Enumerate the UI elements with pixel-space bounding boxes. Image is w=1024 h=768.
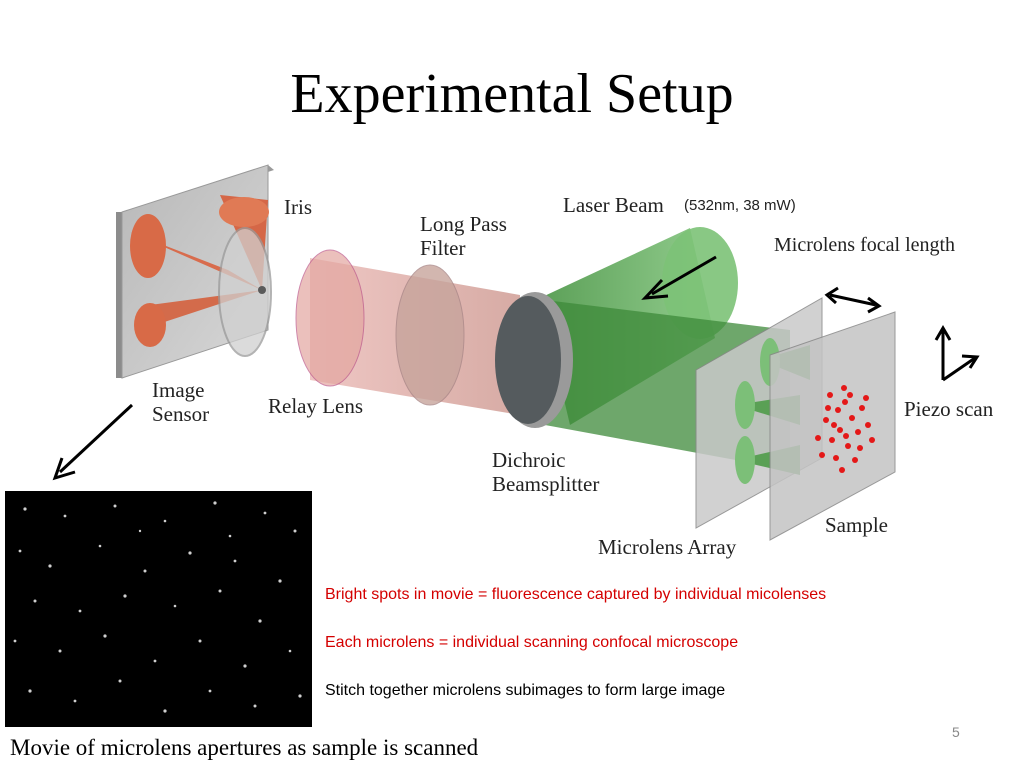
note-stitch-together: Stitch together microlens subimages to f… (325, 682, 726, 699)
page-number: 5 (952, 724, 960, 740)
label-relay-lens: Relay Lens (268, 394, 364, 418)
label-laser-beam: Laser Beam (563, 193, 664, 217)
movie-frame[interactable] (5, 491, 312, 727)
fluorescent-spots (815, 385, 875, 473)
sample-plate (769, 311, 896, 541)
label-microlens-array: Microlens Array (598, 535, 737, 559)
slide-title: Experimental Setup (290, 63, 734, 125)
relay-lens-tube (295, 249, 520, 415)
microlens-aperture-spots (13, 501, 302, 713)
label-laser-spec: (532nm, 38 mW) (684, 197, 796, 214)
iris (218, 227, 272, 357)
arrows (52, 255, 980, 481)
note-bright-spots: Bright spots in movie = fluorescence cap… (325, 586, 827, 603)
label-sample: Sample (825, 513, 888, 537)
label-image-sensor: Image Sensor (152, 378, 210, 426)
label-iris: Iris (284, 195, 312, 219)
label-piezo-scan: Piezo scan (904, 397, 994, 421)
label-long-pass-filter: Long Pass Filter (420, 212, 507, 260)
movie-caption: Movie of microlens apertures as sample i… (10, 735, 479, 760)
label-dichroic-beamsplitter: Dichroic Beamsplitter (492, 448, 600, 496)
label-microlens-focal-length: Microlens focal length (774, 234, 956, 256)
note-each-microlens: Each microlens = individual scanning con… (325, 634, 739, 651)
dichroic-beamsplitter (495, 292, 573, 428)
